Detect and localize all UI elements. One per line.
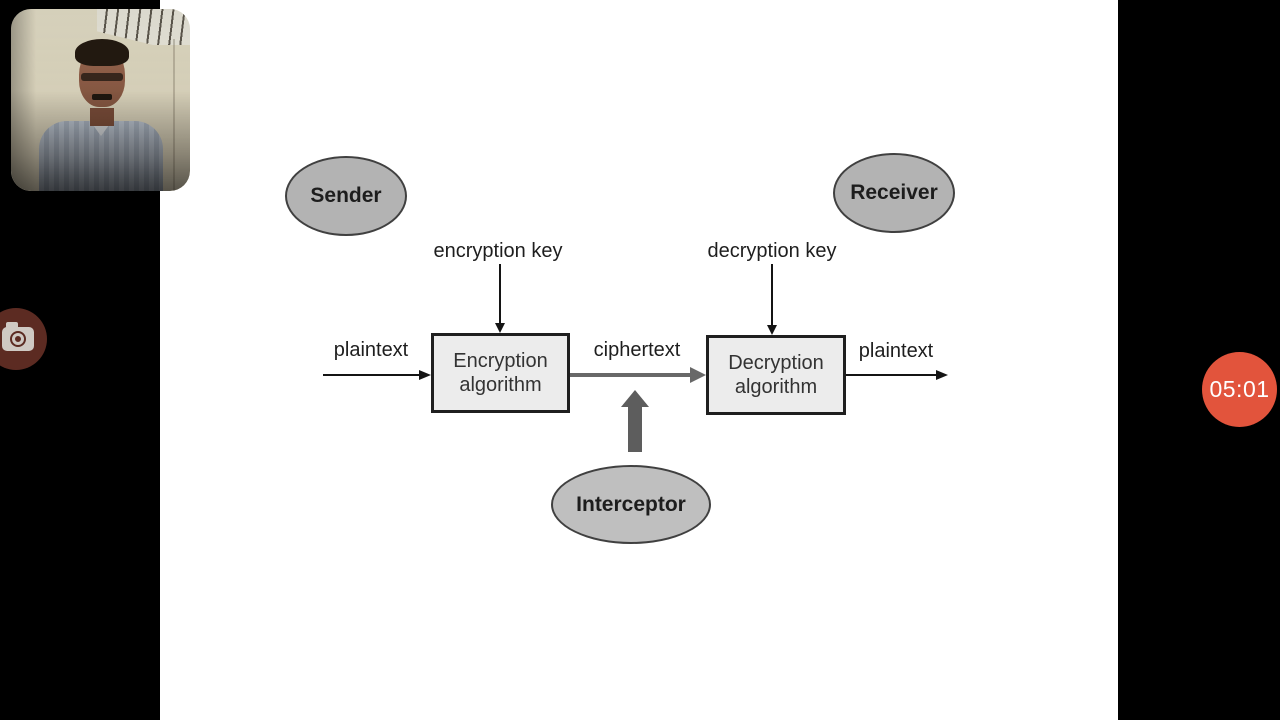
decryption-key-label: decryption key — [707, 240, 837, 262]
recording-timer[interactable]: 05:01 — [1202, 352, 1277, 427]
encryption-box-line1: Encryption — [453, 350, 548, 372]
encryption-key-arrow-line — [499, 264, 501, 323]
ciphertext-channel-arrowhead — [690, 367, 706, 383]
ciphertext-channel-line — [570, 373, 690, 377]
interceptor-arrow-shaft — [628, 406, 642, 452]
decryption-algorithm-box: Decryption algorithm — [706, 335, 846, 415]
decryption-box-line2: algorithm — [734, 376, 818, 398]
plaintext-out-arrow-line — [846, 374, 936, 376]
decryption-box-line1: Decryption — [728, 352, 824, 374]
encryption-key-arrowhead — [495, 323, 505, 333]
shared-slide: Sender Receiver Interceptor encryption k… — [160, 0, 1118, 720]
encryption-key-label: encryption key — [433, 240, 563, 262]
decryption-key-arrow-line — [771, 264, 773, 325]
ciphertext-label: ciphertext — [593, 339, 681, 361]
sender-label: Sender — [310, 184, 382, 207]
interceptor-arrowhead — [621, 390, 649, 407]
encryption-algorithm-box: Encryption algorithm — [431, 333, 570, 413]
plaintext-out-arrowhead — [936, 370, 948, 380]
interceptor-label: Interceptor — [576, 492, 686, 516]
presenter-webcam[interactable] — [11, 9, 190, 191]
decryption-key-arrowhead — [767, 325, 777, 335]
receiver-node: Receiver — [833, 153, 955, 233]
camera-button[interactable] — [0, 308, 47, 370]
timer-value: 05:01 — [1209, 376, 1270, 402]
plaintext-in-arrow-line — [323, 374, 419, 376]
sender-node: Sender — [285, 156, 407, 236]
camera-icon — [2, 322, 34, 351]
encryption-box-line2: algorithm — [459, 374, 542, 396]
interceptor-node: Interceptor — [551, 465, 711, 544]
receiver-label: Receiver — [850, 181, 938, 204]
plaintext-in-label: plaintext — [333, 339, 409, 361]
plaintext-out-label: plaintext — [858, 340, 934, 362]
camera-lens-icon — [10, 331, 26, 347]
plaintext-in-arrowhead — [419, 370, 431, 380]
webcam-vignette — [11, 9, 190, 191]
